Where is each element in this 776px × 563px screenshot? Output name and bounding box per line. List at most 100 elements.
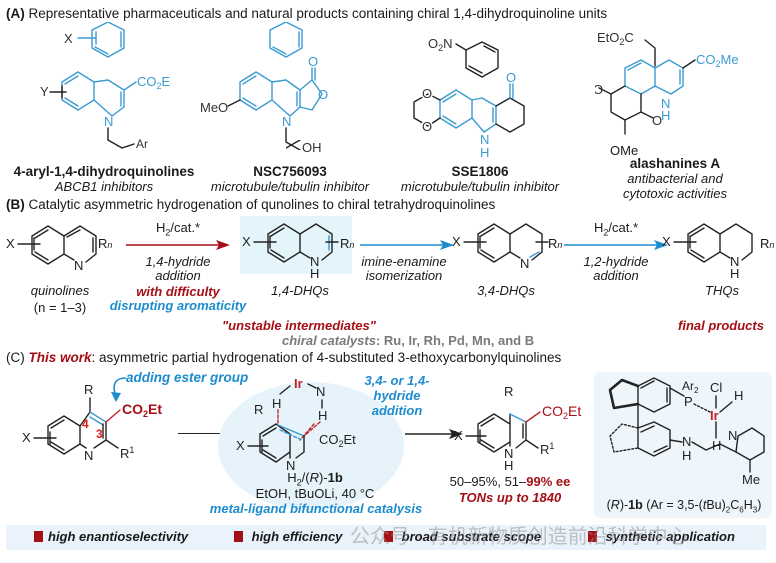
- svg-text:X: X: [236, 438, 245, 453]
- svg-text:N: N: [480, 132, 489, 147]
- svg-text:4: 4: [82, 417, 89, 431]
- hydride-addition-note: 3,4- or 1,4- hydride addition: [364, 373, 430, 418]
- arrow-step3: [564, 240, 668, 250]
- compound-2-label: NSC756093 microtubule/tubulin inhibitor: [210, 164, 370, 194]
- bifunctional-catalysis-label: metal-ligand bifunctional catalysis: [209, 501, 423, 516]
- watermark: 公众号 · 有机新物质创造前沿科学中心: [350, 526, 688, 548]
- tons-label: TONs up to 1840: [458, 490, 562, 505]
- structure-nsc-tail: OH: [286, 140, 322, 155]
- svg-text:H: H: [730, 266, 739, 278]
- feature-item: broad substrate scope: [384, 529, 541, 544]
- conditions-line1: H2/(R)-1b: [287, 470, 343, 488]
- yield-ee-label: 50–95%, 51–99% ee: [449, 474, 571, 489]
- svg-text:N: N: [682, 434, 691, 449]
- svg-text:X: X: [454, 428, 463, 443]
- svg-text:O: O: [595, 82, 603, 97]
- svg-text:N: N: [310, 254, 319, 269]
- compound-1-label: 4-aryl-1,4-dihydroquinolines ABCB1 inhib…: [13, 164, 195, 194]
- svg-text:O: O: [318, 87, 328, 102]
- rn-label-4: Rn: [760, 236, 775, 251]
- svg-text:R1: R1: [540, 441, 554, 457]
- svg-text:R: R: [254, 402, 263, 417]
- step1-reagent: H2/cat.*: [155, 220, 201, 238]
- svg-text:X: X: [22, 430, 31, 445]
- features-bar: high enantioselectivity high efficiency …: [6, 525, 766, 550]
- svg-text:Ar2: Ar2: [682, 379, 699, 395]
- svg-text:N: N: [74, 258, 83, 273]
- arrow-step1: [126, 240, 230, 250]
- svg-text:H: H: [661, 108, 670, 123]
- svg-text:H: H: [734, 388, 743, 403]
- structure-quinoline: X N: [6, 225, 97, 273]
- dhq34-label: 3,4-DHQs: [477, 283, 535, 298]
- connector-left: [178, 433, 224, 434]
- svg-text:CO2Et: CO2Et: [542, 403, 581, 421]
- svg-text:P: P: [684, 394, 693, 409]
- structure-catalyst-1b: Ar2 P Ir Cl H H N H N Me: [608, 377, 765, 487]
- adding-ester-note: adding ester group: [126, 370, 249, 385]
- svg-text:3: 3: [96, 427, 103, 441]
- structure-14-dhq: X N H: [242, 223, 339, 278]
- svg-text:R: R: [84, 382, 93, 397]
- svg-text:Me: Me: [742, 472, 760, 487]
- step3-line1: 1,2-hydride: [583, 254, 649, 269]
- rn-label-3: Rn: [548, 236, 563, 251]
- svg-text:Y: Y: [40, 84, 49, 99]
- unstable-intermediates-label: "unstable intermediates": [222, 318, 376, 333]
- svg-text:H: H: [504, 458, 513, 472]
- arrow-to-product: [405, 429, 463, 439]
- structure-thq: X N H: [662, 223, 753, 278]
- dhq14-label: 1,4-DHQs: [271, 283, 329, 298]
- structure-alashanines-a: EtO2C CO2Me O O N H: [595, 30, 739, 135]
- bullet-icon: [588, 531, 597, 542]
- svg-text:Ir: Ir: [294, 376, 303, 391]
- svg-text:R: R: [504, 384, 513, 399]
- svg-text:OH: OH: [302, 140, 322, 155]
- svg-text:N: N: [728, 428, 737, 443]
- dhq14-highlight: [240, 216, 352, 274]
- thq-label: THQs: [705, 283, 739, 298]
- svg-text:O2N: O2N: [428, 36, 453, 53]
- svg-text:H: H: [682, 448, 691, 463]
- chiral-catalysts-line: chiral catalysts: Ru, Ir, Rh, Pd, Mn, an…: [282, 333, 535, 348]
- section-c-title: (C) This work: asymmetric partial hydrog…: [6, 350, 562, 365]
- structure-4-aryl-dhq: X CO2Et N Y Ar: [40, 22, 170, 150]
- structure-34-dhq: X N: [452, 223, 549, 271]
- structure-transition-state: Ir N H H R X CO2Et N: [236, 376, 356, 473]
- structure-sse1806: O2N O O O N H: [413, 36, 525, 160]
- svg-text:Ar: Ar: [136, 137, 148, 150]
- bullet-icon: [384, 531, 393, 542]
- section-b-title: (B) Catalytic asymmetric hydrogenation o…: [6, 197, 496, 212]
- final-products-label: final products: [678, 318, 764, 333]
- svg-text:MeO: MeO: [200, 100, 228, 115]
- svg-text:CO2Et: CO2Et: [319, 432, 356, 449]
- svg-text:O: O: [506, 70, 516, 85]
- step3-reagent: H2/cat.*: [593, 220, 639, 238]
- ome-label: OMe: [610, 143, 639, 158]
- svg-text:X: X: [64, 31, 73, 46]
- bullet-icon: [34, 531, 43, 542]
- conditions-line2: EtOH, tBuOLi, 40 °C: [255, 486, 375, 501]
- svg-text:CO2Me: CO2Me: [696, 52, 739, 69]
- svg-text:O: O: [422, 86, 432, 101]
- step3-line2: addition: [593, 268, 639, 283]
- rn-label-1: Rn: [98, 236, 113, 251]
- feature-item: high enantioselectivity: [34, 529, 188, 544]
- svg-text:Ir: Ir: [710, 408, 719, 423]
- svg-text:CO2Et: CO2Et: [122, 401, 162, 419]
- svg-text:X: X: [452, 234, 461, 249]
- with-difficulty-label: with difficulty: [136, 284, 220, 299]
- svg-text:N: N: [286, 458, 295, 473]
- compound-4-label: alashanines A antibacterial and cytotoxi…: [622, 156, 728, 201]
- catalyst-label: (R)-1b (Ar = 3,5-(tBu)2C6H3): [606, 498, 762, 515]
- svg-text:R1: R1: [120, 445, 134, 461]
- svg-text:CO2Et: CO2Et: [137, 74, 170, 91]
- structure-nsc756093: O O N MeO: [200, 22, 328, 150]
- svg-text:N: N: [661, 96, 670, 111]
- svg-text:N: N: [316, 384, 325, 399]
- svg-text:H: H: [272, 396, 281, 411]
- svg-text:H: H: [480, 145, 489, 160]
- svg-text:N: N: [504, 446, 513, 461]
- structure-product: R X CO2Et N H R1: [454, 384, 581, 472]
- bullet-icon: [234, 531, 243, 542]
